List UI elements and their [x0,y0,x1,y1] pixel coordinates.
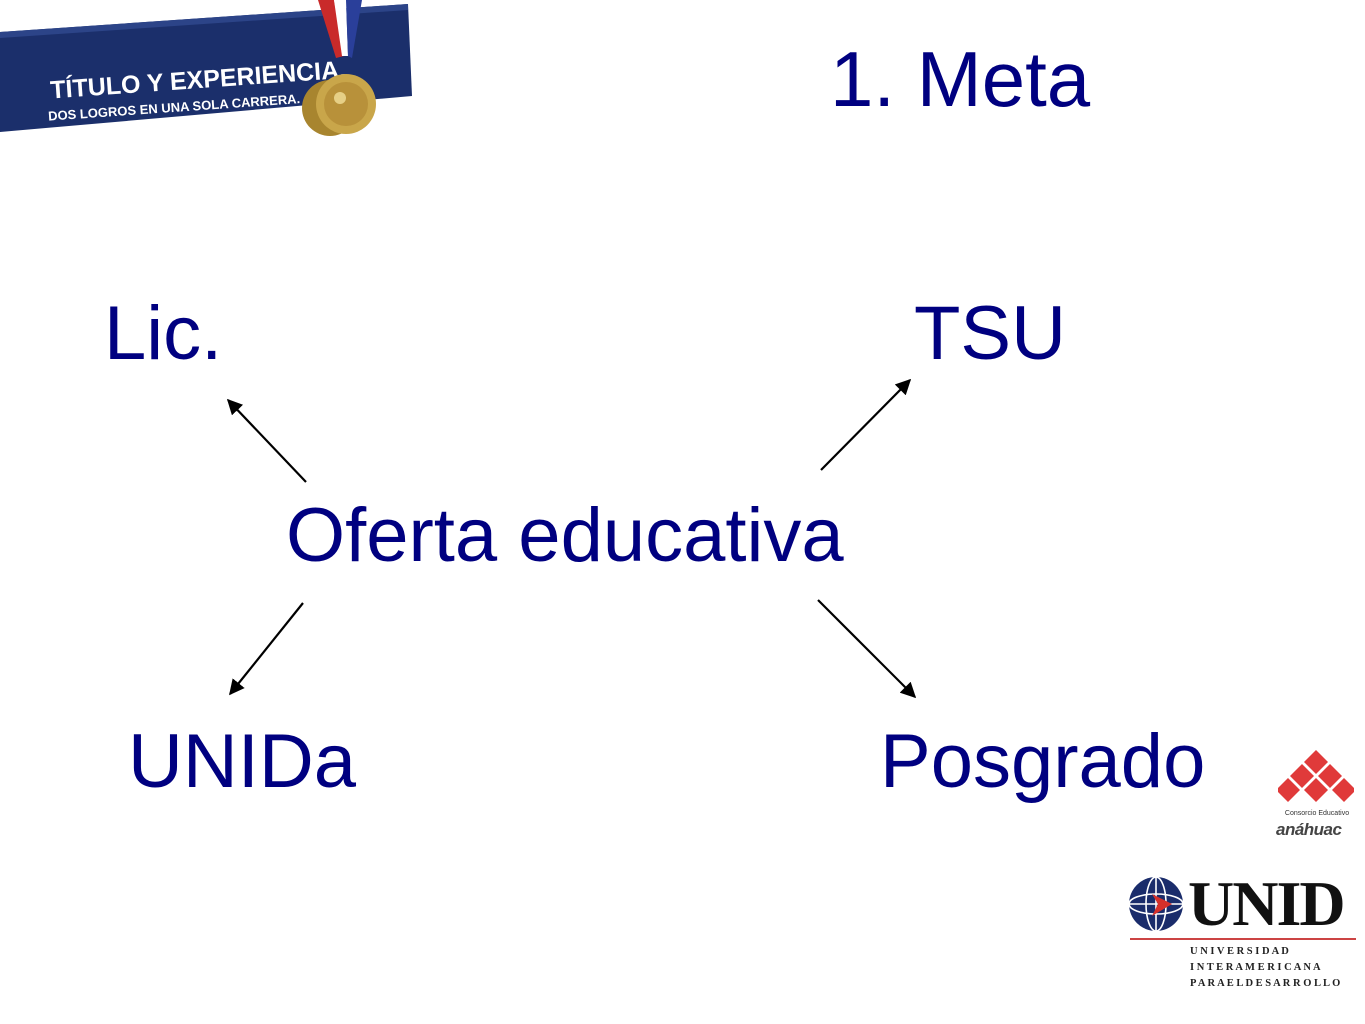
medal-icon [302,0,376,136]
arrow-to-top-left [226,398,307,483]
unid-divider [1130,938,1356,940]
arrow-to-bottom-right [817,599,917,699]
anahuac-diamond-icon [1278,750,1354,802]
anahuac-name: anáhuac [1276,820,1342,839]
arrow-to-bottom-left [229,602,304,696]
unid-line1: U N I V E R S I D A D [1190,946,1289,957]
node-bottom-left: UNIDa [128,719,357,804]
unid-name: UNID [1188,868,1346,939]
unid-line2: I N T E R A M E R I C A N A [1190,962,1321,973]
banner: TÍTULO Y EXPERIENCIA, DOS LOGROS EN UNA … [0,0,412,136]
anahuac-small-text: Consorcio Educativo [1284,810,1350,817]
globe-icon [1128,876,1184,932]
slide-title: 1. Meta [830,35,1091,123]
node-top-left: Lic. [104,291,223,376]
center-node: Oferta educativa [286,493,844,578]
unid-line3: P A R A E L D E S A R R O L L O [1190,978,1341,989]
node-bottom-right: Posgrado [880,719,1206,804]
anahuac-logo: Consorcio Educativo anáhuac [1272,748,1362,844]
arrow-to-top-right [820,378,912,471]
unid-logo: UNID U N I V E R S I D A D I N T E R A M… [1126,872,1358,996]
node-top-right: TSU [914,291,1066,376]
